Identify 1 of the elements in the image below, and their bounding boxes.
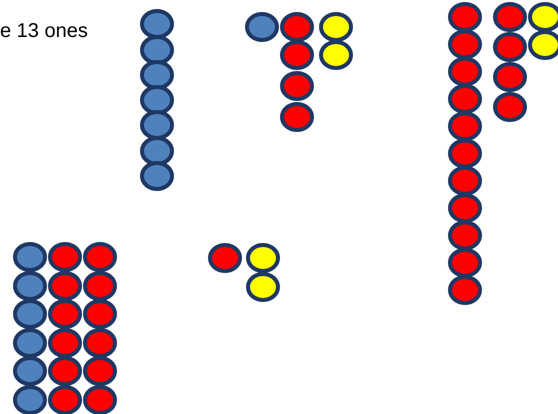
caption-text: e 13 ones [0, 20, 88, 43]
